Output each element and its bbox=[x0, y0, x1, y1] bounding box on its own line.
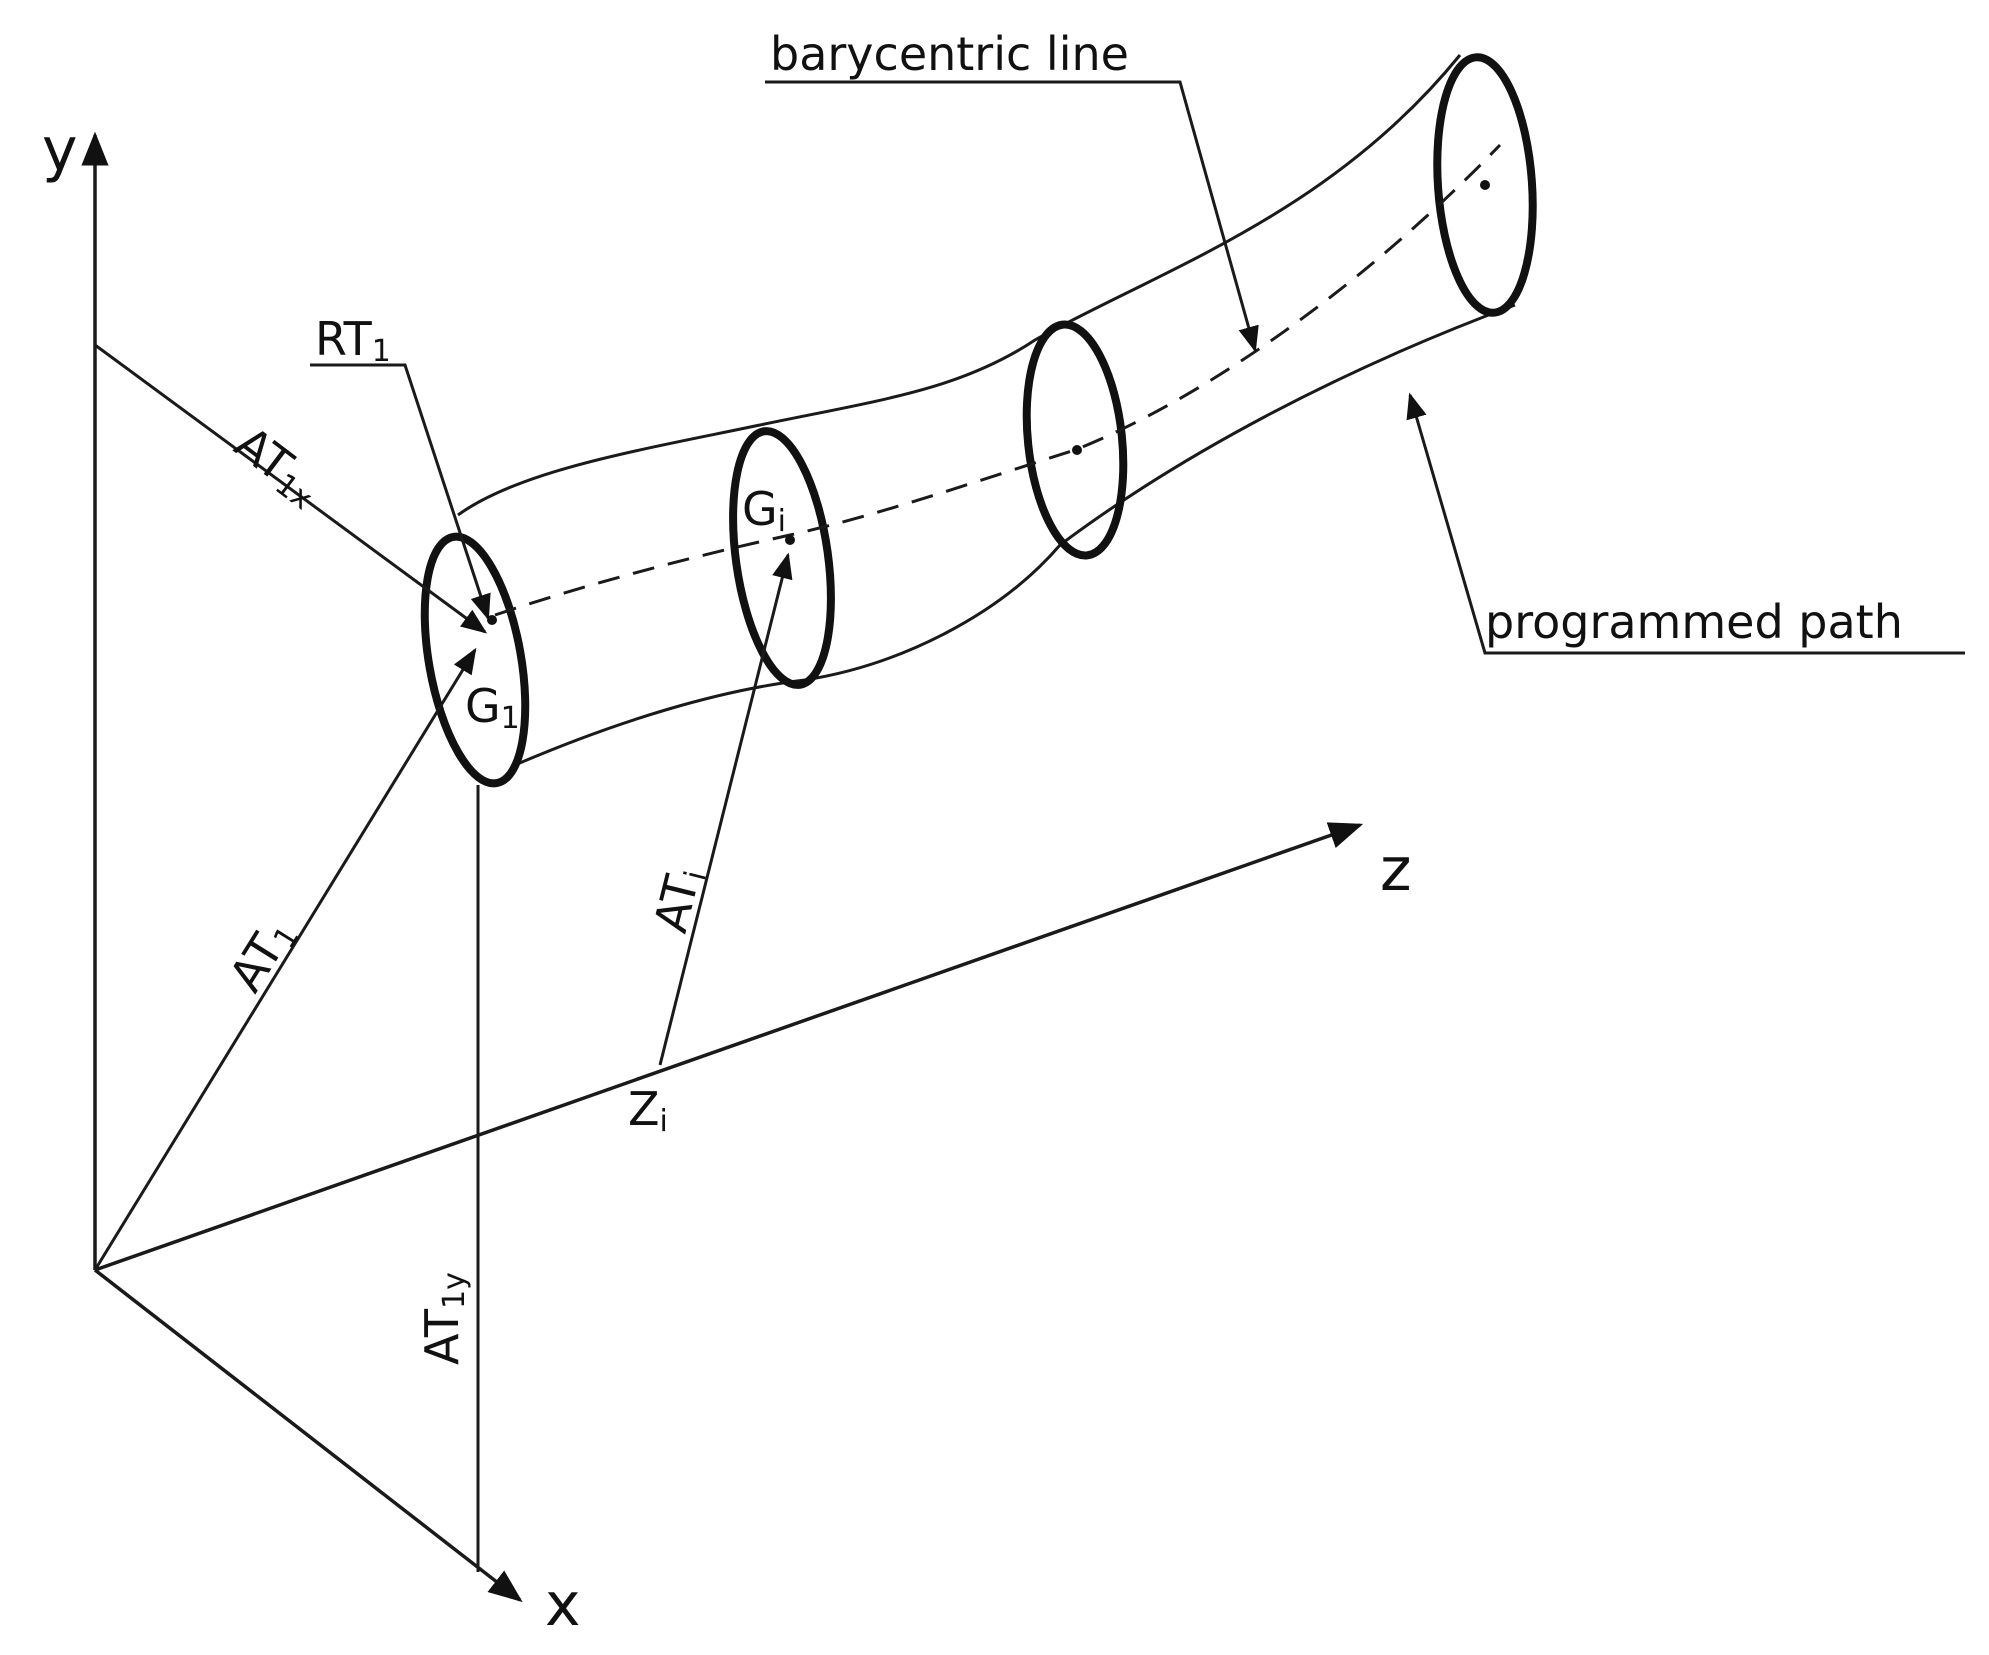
z-axis bbox=[94, 822, 1364, 1272]
barycentric-line-label: barycentric line bbox=[770, 27, 1129, 81]
barycentric-line bbox=[494, 143, 1502, 617]
x-axis-label: x bbox=[545, 1570, 581, 1640]
centroid-3 bbox=[1072, 445, 1082, 455]
vector-at1x bbox=[94, 343, 488, 634]
cross-section-3 bbox=[1022, 320, 1128, 560]
ati-label: ATi bbox=[643, 862, 714, 938]
centroid-4 bbox=[1480, 180, 1490, 190]
z-axis-label: z bbox=[1380, 835, 1412, 905]
vector-at1 bbox=[93, 647, 477, 1271]
programmed-path-leader bbox=[1406, 392, 1965, 655]
at1-label: AT1 bbox=[219, 909, 307, 1003]
cross-section-4 bbox=[1433, 53, 1537, 317]
at1x-label: AT1x bbox=[224, 416, 332, 517]
gi-label: Gi bbox=[742, 482, 786, 539]
vectors bbox=[93, 343, 793, 1572]
rt1-label: RT1 bbox=[315, 312, 391, 369]
text-labels: y x z barycentric line programmed path R… bbox=[42, 27, 1903, 1640]
g1-label: G1 bbox=[465, 679, 520, 736]
callouts bbox=[765, 80, 1965, 655]
tube-bottom-edge bbox=[514, 303, 1516, 767]
vector-rt1 bbox=[310, 363, 491, 621]
barycentric-line-leader bbox=[765, 80, 1259, 353]
coordinate-axes bbox=[81, 131, 1364, 1603]
centroid-gi bbox=[785, 535, 795, 545]
programmed-path-label: programmed path bbox=[1485, 595, 1903, 649]
y-axis-label: y bbox=[42, 115, 78, 185]
cross-section-1 bbox=[420, 532, 530, 788]
x-axis bbox=[93, 1268, 523, 1603]
at1y-label: AT1y bbox=[415, 1272, 472, 1365]
tube-top-edge bbox=[457, 54, 1462, 517]
cross-section-2 bbox=[729, 427, 835, 689]
tube bbox=[420, 53, 1537, 788]
vector-ati bbox=[658, 552, 793, 1066]
zi-label: Zi bbox=[628, 1082, 668, 1139]
